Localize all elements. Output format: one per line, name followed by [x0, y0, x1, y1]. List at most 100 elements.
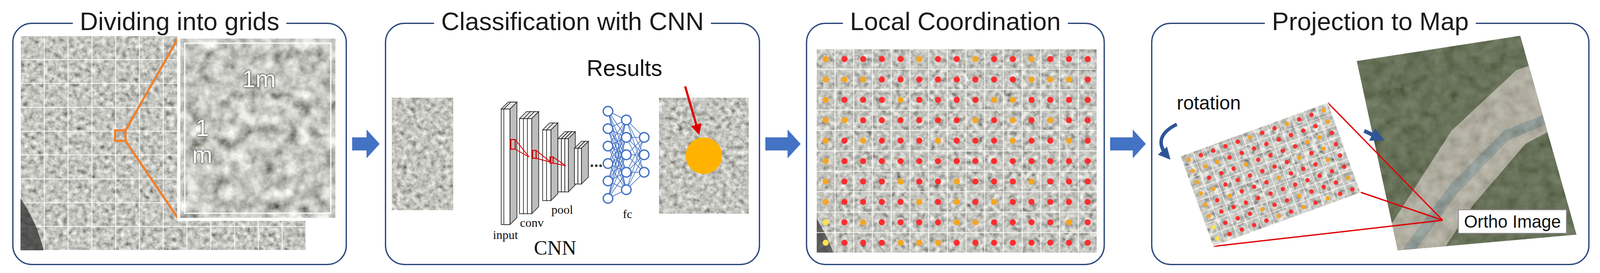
- class-dot: [1028, 55, 1035, 62]
- class-dot: [916, 178, 923, 185]
- class-dot: [1066, 96, 1073, 103]
- class-dot: [1226, 154, 1233, 161]
- class-dot: [972, 55, 979, 62]
- class-dot: [1271, 201, 1278, 208]
- class-dot: [1321, 107, 1327, 114]
- class-dot: [1009, 157, 1016, 164]
- class-dot: [1251, 222, 1257, 228]
- grid-line: [20, 225, 306, 227]
- class-dot: [1066, 157, 1073, 164]
- class-dot: [972, 219, 979, 226]
- class-dot: [1259, 168, 1266, 174]
- class-dot: [822, 137, 829, 144]
- class-dot: [953, 137, 960, 144]
- class-dot: [1009, 55, 1016, 62]
- grid-line: [44, 35, 45, 251]
- panel-title: Projection to Map: [1264, 6, 1476, 37]
- class-dot: [841, 137, 848, 144]
- class-dot: [878, 76, 885, 83]
- class-dot: [972, 198, 979, 205]
- class-dot: [1239, 226, 1245, 233]
- class-dot: [878, 137, 885, 144]
- class-dot: [1263, 141, 1270, 147]
- class-dot: [897, 96, 904, 103]
- step-panel: Dividing into grids: [12, 22, 347, 265]
- class-dot: [859, 239, 867, 246]
- class-dot: [841, 96, 848, 103]
- grid-line: [816, 191, 1098, 193]
- class-dot: [1243, 199, 1249, 206]
- grid-line: [816, 211, 1098, 213]
- class-dot: [916, 157, 923, 164]
- class-dot: [934, 219, 941, 226]
- class-dot: [972, 117, 979, 124]
- drawing-line: [515, 149, 530, 157]
- class-dot: [1275, 174, 1282, 181]
- rotated-grid: [1180, 102, 1361, 247]
- class-dot: [1047, 117, 1054, 124]
- patch-frame: [390, 96, 455, 211]
- class-dot: [841, 239, 848, 246]
- image-label: Ortho Image: [1457, 209, 1567, 234]
- class-dot: [1198, 152, 1204, 158]
- class-dot: [1324, 156, 1331, 163]
- drawing-rect: [503, 108, 510, 225]
- drawing-polygon: [550, 122, 558, 201]
- class-dot: [1028, 219, 1035, 226]
- class-dot: [878, 55, 885, 62]
- class-dot: [1312, 161, 1319, 168]
- class-dot: [1028, 178, 1035, 185]
- class-dot: [1009, 239, 1016, 246]
- class-dot: [972, 157, 979, 164]
- drawing-line: [553, 156, 566, 166]
- class-dot: [1222, 219, 1229, 226]
- callout-label: Results: [586, 55, 663, 81]
- class-dot: [859, 137, 867, 144]
- class-dot: [1333, 141, 1339, 147]
- class-dot: [1047, 239, 1054, 246]
- selected-cell: [115, 130, 126, 141]
- class-dot: [859, 219, 867, 226]
- class-dot: [1316, 172, 1323, 179]
- fc-neuron: [621, 167, 632, 177]
- class-dot: [1047, 96, 1054, 103]
- class-dot: [1243, 161, 1249, 167]
- class-dot: [1066, 178, 1073, 185]
- grid-line: [816, 170, 1098, 172]
- class-dot: [1329, 168, 1336, 174]
- class-dot: [991, 76, 998, 83]
- move-arrow: [1364, 130, 1381, 139]
- class-dot: [916, 117, 923, 124]
- class-dot: [1259, 206, 1266, 213]
- grid-line: [816, 129, 1098, 131]
- class-dot: [916, 137, 923, 144]
- class-dot: [934, 76, 941, 83]
- class-dot: [841, 178, 848, 185]
- fc-neuron: [603, 123, 613, 134]
- class-dot: [897, 157, 904, 164]
- zoom-photo: [178, 37, 337, 220]
- zoom-line: [125, 37, 179, 131]
- patch-frame: [658, 96, 750, 215]
- drawing-line: [553, 163, 566, 166]
- class-dot: [916, 76, 923, 83]
- grid-line: [163, 35, 164, 251]
- feature-map: [564, 131, 576, 192]
- class-dot: [859, 157, 867, 164]
- class-dot: [1284, 159, 1290, 165]
- zoom-line: [125, 140, 179, 220]
- class-dot: [1047, 157, 1054, 164]
- class-dot: [1066, 76, 1073, 83]
- class-dot: [991, 117, 998, 124]
- class-dot: [1047, 219, 1054, 226]
- grid-line: [1196, 147, 1345, 201]
- class-dot: [822, 198, 829, 205]
- class-dot: [1066, 137, 1073, 144]
- class-dot: [1259, 129, 1266, 136]
- class-dot: [1300, 204, 1307, 211]
- fc-neuron: [639, 132, 649, 143]
- class-dot: [1028, 117, 1035, 124]
- class-dot: [878, 157, 885, 164]
- class-dot: [972, 76, 979, 83]
